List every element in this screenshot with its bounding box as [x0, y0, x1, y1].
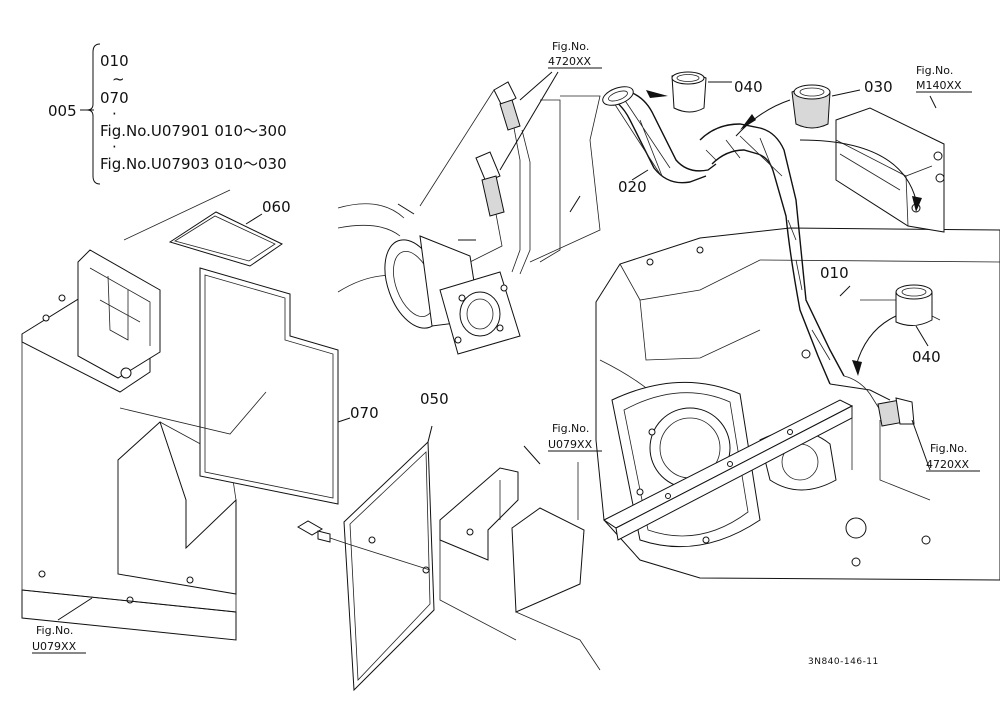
part-050-cover [297, 425, 435, 692]
clamp-030 [735, 84, 861, 137]
figure-ref-m140[interactable]: Fig.No. M140XX [916, 64, 972, 93]
figure-ref-label: Fig.No. [552, 422, 589, 435]
hose-010 [699, 123, 891, 401]
drawing-code: 3N840-146-11 [808, 657, 879, 667]
figure-ref-label: Fig.No. [36, 624, 73, 637]
engine-housing [595, 227, 1000, 581]
assembly-include-6: · [112, 138, 117, 156]
figure-ref-4720-top[interactable]: Fig.No. 4720XX [548, 40, 602, 69]
bracket-upper-right [799, 95, 945, 233]
assembly-number: 005 [48, 102, 77, 120]
figure-ref-label: Fig.No. [552, 40, 589, 53]
callout-040-top: 040 [734, 78, 763, 96]
callout-020: 020 [618, 178, 647, 196]
sensor-wiring [419, 71, 601, 275]
right-connector [843, 375, 931, 471]
cover-plate-lower-left [21, 421, 237, 641]
callout-060: 060 [262, 198, 291, 216]
assembly-include-1: 010 [100, 52, 129, 70]
callout-040-right: 040 [912, 348, 941, 366]
assembly-note: 005 010 ~ 070 · Fig.No.U07901 010～300 · … [48, 43, 287, 185]
frame-bracket-left [21, 189, 237, 613]
part-060-gasket [168, 211, 283, 267]
clamp-040-top [646, 71, 732, 113]
exhaust-flange [337, 203, 521, 355]
figure-ref-label: Fig.No. [930, 442, 967, 455]
leader-lines [57, 195, 581, 621]
bolt [297, 520, 431, 571]
assembly-brace [86, 43, 101, 185]
frame-bottom-center [439, 462, 601, 671]
assembly-include-7: Fig.No.U07903 010～030 [100, 155, 287, 173]
hose-020 [602, 86, 717, 184]
figure-ref-4720-right[interactable]: Fig.No. 4720XX [926, 442, 980, 472]
figure-ref-u079-left[interactable]: Fig.No. U079XX [32, 624, 86, 654]
part-070-panel [119, 267, 351, 505]
callout-070: 070 [350, 404, 379, 422]
assembly-include-2: ~ [112, 70, 125, 88]
figure-ref-code: U079XX [548, 438, 593, 451]
assembly-include-5: Fig.No.U07901 010～300 [100, 122, 287, 140]
figure-ref-code: M140XX [916, 79, 962, 92]
callout-030: 030 [864, 78, 893, 96]
figure-ref-code: 4720XX [548, 55, 592, 68]
callout-050: 050 [420, 390, 449, 408]
figure-ref-code: U079XX [32, 640, 77, 653]
assembly-include-3: 070 [100, 89, 129, 107]
figure-ref-u079-mid[interactable]: Fig.No. U079XX [548, 422, 602, 452]
callout-010: 010 [820, 264, 849, 282]
clamp-040-right [852, 284, 933, 376]
figure-ref-label: Fig.No. [916, 64, 953, 77]
support-bar [603, 399, 854, 541]
figure-ref-code: 4720XX [926, 458, 970, 471]
assembly-include-4: · [112, 105, 117, 123]
